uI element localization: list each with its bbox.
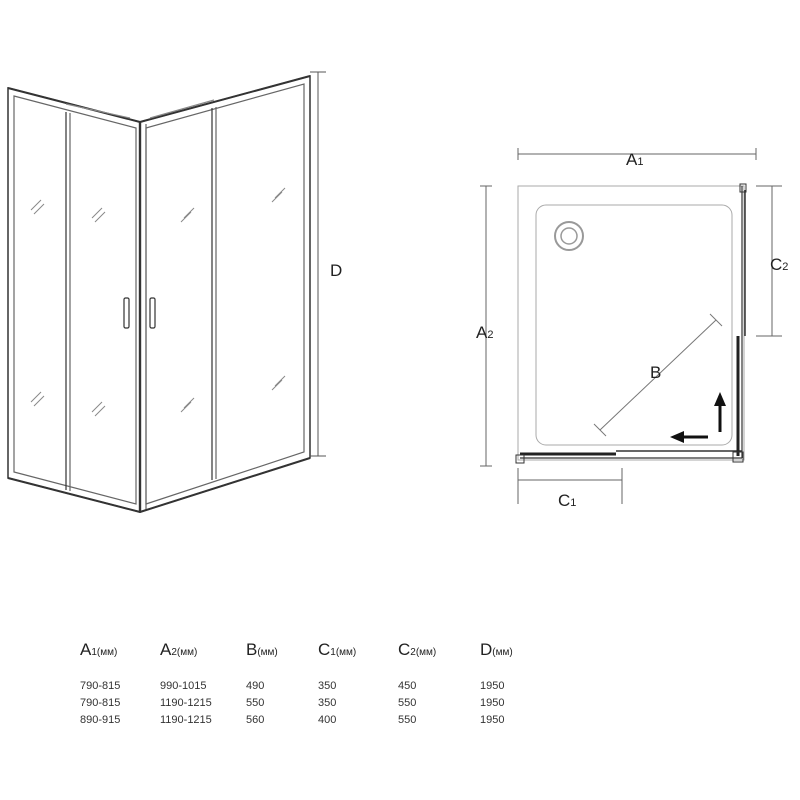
cell-a1: 890-915 — [80, 714, 121, 726]
cell-c1: 350 — [318, 697, 337, 709]
table-row: 790-815 1190-1215 550 350 550 1950 — [80, 695, 550, 712]
left-door-handle — [123, 297, 130, 329]
cell-a1: 790-815 — [80, 697, 121, 709]
header-c2: C2(мм) — [398, 640, 437, 659]
label-b: B — [650, 363, 661, 382]
header-b: B(мм) — [246, 640, 278, 659]
header-a2: A2(мм) — [160, 640, 198, 659]
cell-c2: 450 — [398, 680, 417, 692]
cell-c2: 550 — [398, 714, 417, 726]
perspective-view — [7, 71, 326, 514]
label-a2: A2 — [476, 323, 493, 342]
header-d: D(мм) — [480, 640, 513, 659]
dimension-a2 — [480, 185, 492, 467]
cell-d: 1950 — [480, 680, 505, 692]
label-c1: C1 — [558, 491, 576, 510]
shower-tray-outer — [517, 185, 745, 461]
cell-b: 490 — [246, 680, 265, 692]
header-c1: C1(мм) — [318, 640, 357, 659]
glass-glare-marks — [30, 187, 286, 417]
dimension-a1 — [517, 148, 757, 160]
dimension-d — [310, 71, 326, 457]
cell-a2: 1190-1215 — [160, 714, 212, 726]
table-row: 890-915 1190-1215 560 400 550 1950 — [80, 712, 550, 729]
label-a1: A1 — [626, 150, 643, 169]
dimension-b — [593, 313, 723, 437]
cell-d: 1950 — [480, 697, 505, 709]
shower-tray-inner — [535, 204, 733, 446]
header-a1: A1(мм) — [80, 640, 118, 659]
left-panel-frame — [7, 87, 141, 513]
dimension-c1 — [517, 468, 623, 504]
cell-c2: 550 — [398, 697, 417, 709]
cell-a1: 790-815 — [80, 680, 121, 692]
cell-c1: 350 — [318, 680, 337, 692]
label-c2: C2 — [770, 255, 788, 274]
opening-arrows — [670, 392, 726, 443]
drain-icon — [554, 221, 584, 251]
right-door-handle — [149, 297, 156, 329]
label-d: D — [330, 261, 342, 280]
cell-d: 1950 — [480, 714, 505, 726]
spec-table-header: A1(мм) A2(мм) B(мм) C1(мм) C2(мм) D(мм) — [80, 640, 550, 678]
cell-b: 550 — [246, 697, 265, 709]
spec-table: A1(мм) A2(мм) B(мм) C1(мм) C2(мм) D(мм) … — [80, 640, 550, 729]
table-row: 790-815 990-1015 490 350 450 1950 — [80, 678, 550, 695]
plan-view — [480, 148, 782, 504]
cell-a2: 1190-1215 — [160, 697, 212, 709]
right-panel-frame — [139, 75, 311, 514]
cell-a2: 990-1015 — [160, 680, 207, 692]
cell-c1: 400 — [318, 714, 337, 726]
cell-b: 560 — [246, 714, 265, 726]
dimension-c2 — [756, 185, 782, 337]
